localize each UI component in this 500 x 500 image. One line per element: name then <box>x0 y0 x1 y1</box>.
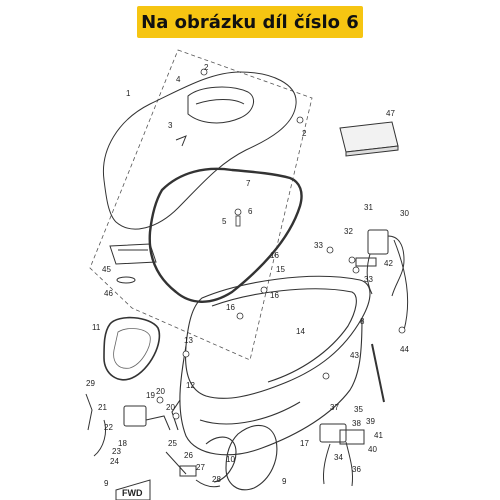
callout-35: 35 <box>354 405 363 414</box>
seat-part <box>102 71 297 230</box>
left-linkage-assembly <box>85 393 221 488</box>
callout-27: 27 <box>196 463 205 472</box>
callout-33: 33 <box>314 241 323 250</box>
callout-37: 37 <box>330 403 339 412</box>
seat-group-outline <box>89 49 313 361</box>
callout-7: 7 <box>246 179 251 188</box>
callout-22: 22 <box>104 423 113 432</box>
storage-pad-part <box>103 316 161 381</box>
callout-9: 9 <box>104 479 109 488</box>
callout-26: 26 <box>184 451 193 460</box>
callout-28: 28 <box>212 475 221 484</box>
fwd-arrow: FWD <box>115 479 151 500</box>
callout-12: 12 <box>186 381 195 390</box>
callout-41: 41 <box>374 431 383 440</box>
callout-40: 40 <box>368 445 377 454</box>
callout-45: 45 <box>102 265 111 274</box>
callout-25: 25 <box>168 439 177 448</box>
callout-15: 15 <box>276 265 285 274</box>
callout-10: 10 <box>226 455 235 464</box>
callout-16: 16 <box>226 303 235 312</box>
callout-18: 18 <box>118 439 127 448</box>
fwd-label: FWD <box>122 488 143 498</box>
callout-46: 46 <box>104 289 113 298</box>
callout-36: 36 <box>352 465 361 474</box>
manual-booklet-part <box>339 121 399 157</box>
callout-2: 2 <box>302 129 307 138</box>
callout-3: 3 <box>168 121 173 130</box>
callout-33: 33 <box>364 275 373 284</box>
callout-1: 1 <box>126 89 131 98</box>
under-cover-part <box>205 424 278 491</box>
fasteners <box>156 68 406 420</box>
callout-31: 31 <box>364 203 373 212</box>
callout-5: 5 <box>222 217 227 226</box>
callout-39: 39 <box>366 417 375 426</box>
callout-16: 16 <box>270 291 279 300</box>
callout-8: 8 <box>360 317 365 326</box>
cable-strap-part <box>371 343 385 403</box>
cable-part <box>393 239 409 331</box>
callout-29: 29 <box>86 379 95 388</box>
part-banner: Na obrázku díl číslo 6 <box>137 6 363 38</box>
latch-assembly <box>319 423 365 487</box>
callout-4: 4 <box>176 75 181 84</box>
callout-6: 6 <box>248 207 253 216</box>
callout-44: 44 <box>400 345 409 354</box>
callout-21: 21 <box>98 403 107 412</box>
callout-30: 30 <box>400 209 409 218</box>
callout-2: 2 <box>204 63 209 72</box>
callout-20: 20 <box>166 403 175 412</box>
callout-38: 38 <box>352 419 361 428</box>
callout-17: 17 <box>300 439 309 448</box>
callout-14: 14 <box>296 327 305 336</box>
callout-11: 11 <box>92 323 101 332</box>
callout-19: 19 <box>146 391 155 400</box>
callout-9: 9 <box>282 477 287 486</box>
storage-box-part <box>171 275 371 456</box>
band-part <box>116 276 136 284</box>
callout-23: 23 <box>112 447 121 456</box>
callout-43: 43 <box>350 351 359 360</box>
callout-13: 13 <box>184 336 193 345</box>
callout-42: 42 <box>384 259 393 268</box>
right-bracket-assembly <box>355 229 405 297</box>
callout-20: 20 <box>156 387 165 396</box>
tool-bag-part <box>109 243 157 265</box>
seat-seal-part <box>148 167 303 303</box>
banner-text: Na obrázku díl číslo 6 <box>141 11 359 33</box>
callout-47: 47 <box>386 109 395 118</box>
callout-24: 24 <box>110 457 119 466</box>
callout-34: 34 <box>334 453 343 462</box>
callout-32: 32 <box>344 227 353 236</box>
callout-16: 16 <box>270 251 279 260</box>
